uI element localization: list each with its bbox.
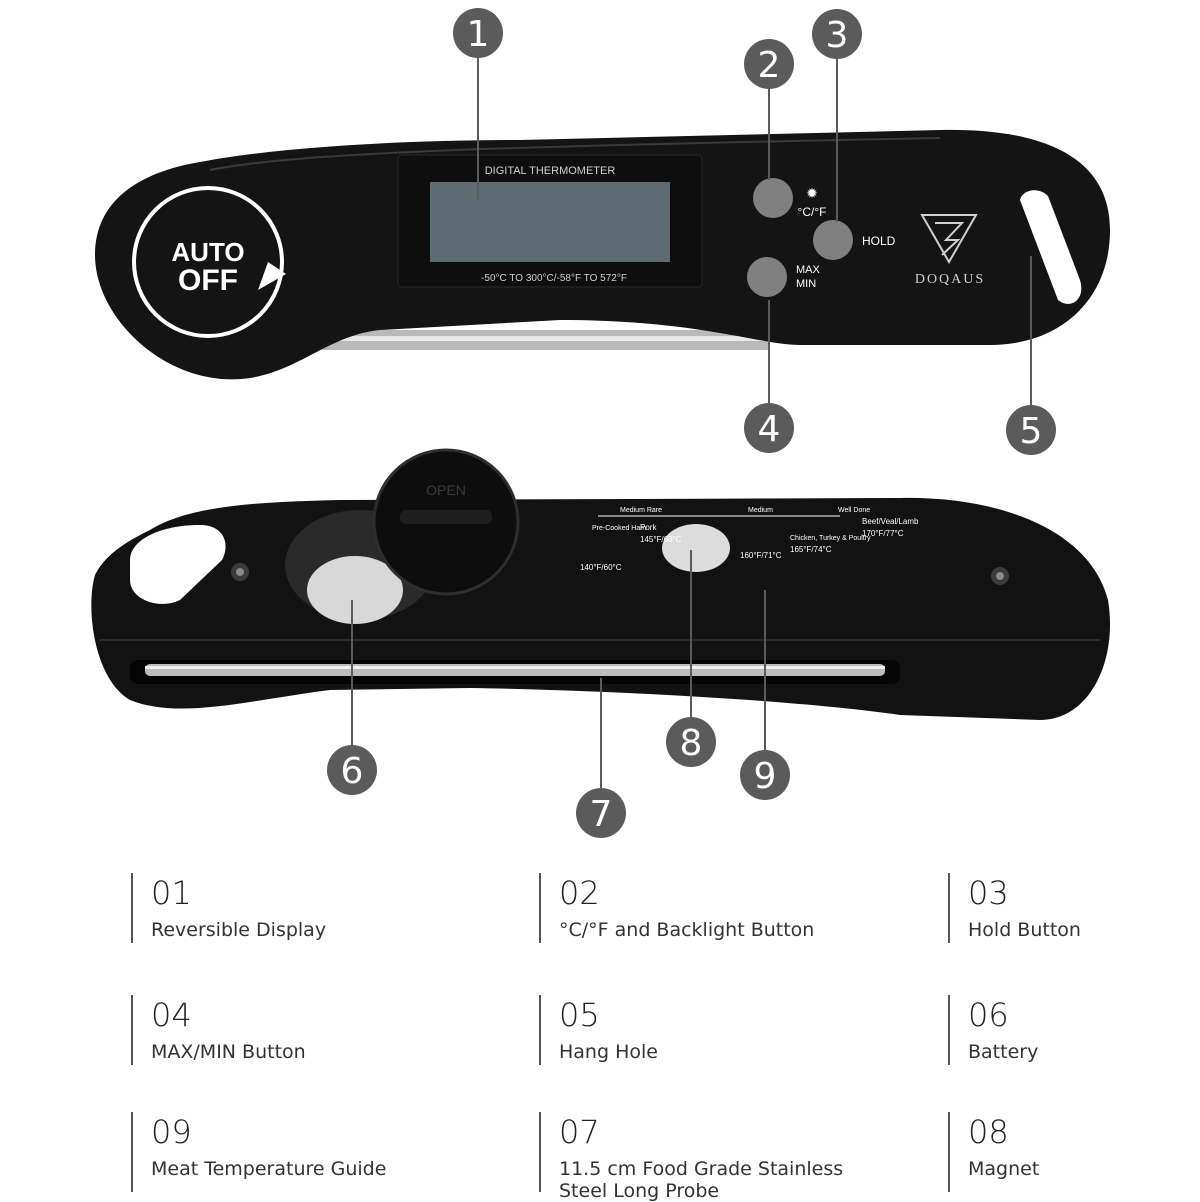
guide-temp-165: 165°F/74°C <box>790 545 832 554</box>
temperature-guide: Well Done Beef/Veal/Lamb 170°F/77°C Chic… <box>580 507 919 572</box>
display-range: -50°C TO 300°C/-58°F TO 572°F <box>481 273 627 284</box>
svg-text:8: 8 <box>680 723 703 764</box>
feature-description: MAX/MIN Button <box>151 1041 306 1063</box>
feature-number: 08 <box>968 1113 1009 1151</box>
feature-description: Hold Button <box>968 919 1081 941</box>
auto-off-label-line1: AUTO <box>171 237 244 267</box>
feature-01: 01 Reversible Display <box>131 873 491 943</box>
feature-description: Hang Hole <box>559 1041 658 1063</box>
callout-markers: 1 2 3 4 5 6 7 8 9 <box>327 8 1056 838</box>
feature-description: Battery <box>968 1041 1039 1063</box>
brand-name: DOQAUS <box>915 272 985 287</box>
max-min-label-line2: MIN <box>796 278 816 290</box>
callout-leaders <box>351 55 1032 790</box>
feature-number: 01 <box>151 874 192 912</box>
feature-description: Magnet <box>968 1158 1040 1180</box>
guide-temp-140: 140°F/60°C <box>580 563 622 572</box>
bulb-icon: ✹ <box>806 185 818 201</box>
svg-text:1: 1 <box>467 14 490 55</box>
guide-food-beef: Beef/Veal/Lamb <box>862 517 919 526</box>
feature-description: 11.5 cm Food Grade Stainless Steel Long … <box>559 1158 844 1202</box>
hang-hole <box>1020 190 1082 304</box>
callout-4: 4 <box>744 403 794 453</box>
auto-off-ring <box>132 186 284 338</box>
back-probe <box>145 664 885 676</box>
svg-text:4: 4 <box>758 409 781 450</box>
guide-doneness-medium-rare: Medium Rare <box>620 507 662 514</box>
feature-number: 09 <box>151 1113 192 1151</box>
feature-number: 05 <box>559 996 600 1034</box>
battery <box>307 556 403 624</box>
feature-number: 02 <box>559 874 600 912</box>
feature-description: °C/°F and Backlight Button <box>559 919 815 941</box>
guide-temp-145: 145°F/63°C <box>640 535 682 544</box>
svg-text:5: 5 <box>1020 411 1043 452</box>
callout-8: 8 <box>666 717 716 767</box>
feature-number: 04 <box>151 996 192 1034</box>
feature-number: 03 <box>968 874 1009 912</box>
feature-06: 06 Battery <box>948 995 1198 1065</box>
feature-09: 09 Meat Temperature Guide <box>131 1112 491 1192</box>
guide-food-ham: Pre-Cooked Ham <box>592 525 646 532</box>
feature-07: 07 11.5 cm Food Grade Stainless Steel Lo… <box>539 1112 849 1202</box>
svg-text:9: 9 <box>754 756 777 797</box>
brand-logo-icon <box>920 214 978 265</box>
guide-temp-170: 170°F/77°C <box>862 529 904 538</box>
svg-text:7: 7 <box>590 794 613 835</box>
feature-number: 07 <box>559 1113 600 1151</box>
feature-02: 02 °C/°F and Backlight Button <box>539 873 899 943</box>
svg-text:6: 6 <box>341 751 364 792</box>
callout-9: 9 <box>740 750 790 800</box>
max-min-button[interactable] <box>747 257 787 297</box>
feature-05: 05 Hang Hole <box>539 995 899 1065</box>
guide-food-chicken: Chicken, Turkey & Poultry <box>790 535 871 542</box>
guide-doneness-well-done: Well Done <box>838 507 870 514</box>
feature-description: Meat Temperature Guide <box>151 1158 387 1180</box>
callout-2: 2 <box>744 39 794 89</box>
guide-food-pork: Pork <box>640 523 657 532</box>
magnet <box>662 524 730 572</box>
feature-description: Reversible Display <box>151 919 327 941</box>
lcd-screen <box>430 182 670 262</box>
callout-1: 1 <box>453 8 503 58</box>
thermometer-diagram: AUTO OFF DIGITAL THERMOMETER -50°C TO 30… <box>91 8 1111 838</box>
callout-5: 5 <box>1006 405 1056 455</box>
hold-button[interactable] <box>813 220 853 260</box>
battery-cap-label: OPEN <box>426 482 466 498</box>
svg-text:2: 2 <box>758 45 781 86</box>
display-title: DIGITAL THERMOMETER <box>485 165 616 177</box>
hold-label: HOLD <box>862 234 896 248</box>
feature-03: 03 Hold Button <box>948 873 1198 943</box>
guide-temp-160: 160°F/71°C <box>740 551 782 560</box>
feature-number: 06 <box>968 996 1009 1034</box>
unit-backlight-button[interactable] <box>753 178 793 218</box>
callout-6: 6 <box>327 745 377 795</box>
feature-08: 08 Magnet <box>948 1112 1198 1192</box>
thermometer-front-view: AUTO OFF DIGITAL THERMOMETER -50°C TO 30… <box>95 129 1110 380</box>
svg-text:3: 3 <box>826 15 849 56</box>
guide-doneness-medium: Medium <box>748 507 773 514</box>
auto-off-label-line2: OFF <box>178 264 238 297</box>
feature-04: 04 MAX/MIN Button <box>131 995 491 1065</box>
callout-7: 7 <box>576 788 626 838</box>
thermometer-back-view: OPEN Well Done Beef/Veal/Lamb 170°F/77°C… <box>91 448 1111 720</box>
callout-3: 3 <box>812 9 862 59</box>
unit-button-label: °C/°F <box>798 205 827 219</box>
max-min-label-line1: MAX <box>796 264 821 276</box>
